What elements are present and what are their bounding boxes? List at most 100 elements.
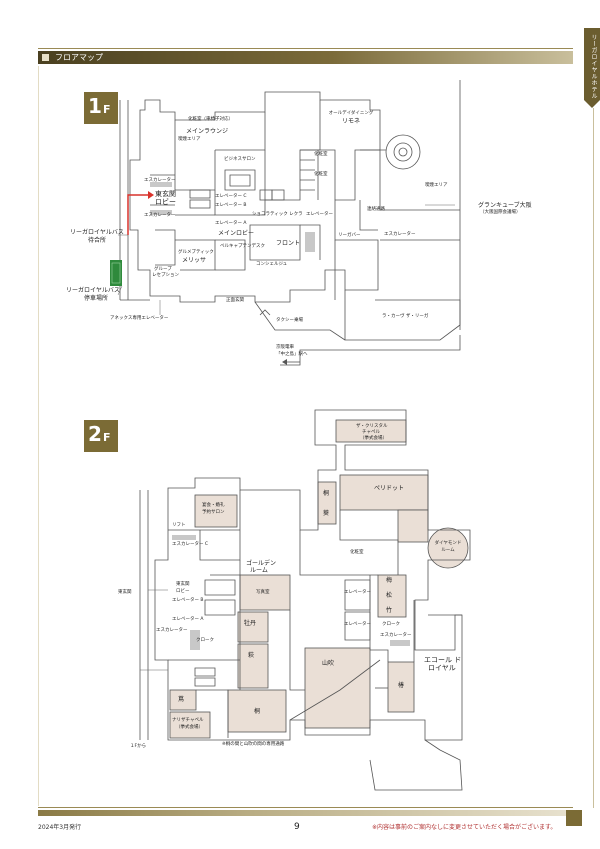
floor-1f-suffix: F	[103, 103, 111, 116]
2f-ume-label: 梅	[386, 577, 393, 584]
2f-cloak-label: クローク	[196, 638, 214, 643]
2f-botan-label: 牡丹	[244, 620, 257, 627]
side-tab[interactable]	[584, 28, 600, 100]
2f-east-lobby-label-1: 東玄関	[176, 582, 190, 587]
2f-hagi-label: 萩	[248, 652, 255, 659]
2f-chapel-label-2: チャペル	[362, 430, 380, 435]
2f-diamond-label-1: ダイヤモンド	[434, 541, 462, 546]
2f-banquet-label-2: 予約サロン	[202, 510, 225, 515]
1f-group-label-1: グループ	[154, 267, 172, 272]
1f-elevator-label: エレベーター	[306, 212, 333, 217]
2f-elevator-r-label: エレベーター	[344, 590, 371, 595]
2f-room-botan	[237, 611, 269, 643]
2f-diamond-label-2: ルーム	[441, 548, 455, 553]
2f-golden-label-2: ルーム	[250, 567, 268, 574]
2f-lift-label: リフト	[172, 523, 186, 528]
1f-concierge-label: コンシェルジュ	[256, 262, 288, 267]
2f-narisa-label-2: （挙式会場）	[176, 725, 203, 730]
1f-escalator-3	[305, 232, 315, 252]
2f-golden-label-1: ゴールデン	[246, 560, 277, 567]
1f-escalator-2	[150, 210, 172, 215]
2f-elevator-rb-label: エレベーター	[344, 622, 371, 627]
1f-taxi-label: タクシー乗場	[276, 318, 303, 323]
1f-restroom-label: 化粧室（車椅子対応）	[188, 117, 233, 122]
2f-toilet-label: 化粧室	[350, 550, 364, 555]
1f-keihan-label-1: 京阪電車	[276, 345, 294, 350]
1f-main-lounge-label: メインラウンジ	[186, 128, 229, 135]
1f-escalator-2-label: エスカレーター	[144, 213, 176, 218]
1f-cafe-label: ラ・カーヴ ザ・リーガ	[382, 314, 429, 319]
1f-bus-waiting-label-1: リーガロイヤルバス	[70, 229, 124, 236]
1f-lega-bar-label: リーガバー	[338, 233, 361, 238]
2f-diamond-room	[427, 527, 469, 569]
2f-escalator-2-label: エスカレーター	[380, 633, 412, 638]
1f-elevator-a-label: エレベーター A	[215, 221, 247, 226]
footer-bar	[38, 810, 573, 816]
2f-escalator-c-label: エスカレーター C	[172, 542, 209, 547]
2f-narisa-label-1: ナリザチャペル	[172, 718, 204, 723]
2f-chapel-label-1: ザ・クリスタル	[356, 424, 388, 429]
1f-bus-waiting-label-2: 待合所	[88, 237, 107, 244]
2f-banquet-label-1: 宴会・婚礼	[202, 503, 225, 508]
1f-business-salon-label: ビジネスサロン	[224, 157, 256, 162]
floor-2f-number: 2	[88, 422, 102, 446]
2f-room-photo	[239, 574, 291, 611]
2f-cloak-2-label: クローク	[382, 622, 400, 627]
1f-gourmet-label-2: メリッサ	[182, 257, 207, 264]
1f-east-entrance-label: 東玄関	[155, 190, 176, 198]
1f-elevator-b-label: エレベーター B	[215, 203, 247, 208]
2f-peridot-label: ペリドット	[374, 485, 405, 492]
2f-room-tsubaki	[387, 661, 415, 713]
2f-room-kiri-2	[227, 689, 287, 733]
footer-date: 2024年3月発行	[38, 824, 82, 831]
floor-2f-badge: 2 F	[84, 420, 118, 452]
2f-room-banquet-salon	[194, 494, 238, 528]
2f-chapel-label-3: （挙式会場）	[360, 436, 387, 441]
1f-east-lobby-label: ロビー	[155, 198, 176, 206]
2f-tsubaki-label: 椿	[398, 682, 405, 689]
1f-bus-stop-label-1: リーガロイヤルバス	[66, 287, 120, 294]
2f-take-label: 竹	[386, 607, 393, 614]
1f-group-label-2: レセプション	[152, 273, 179, 278]
header-square-icon	[42, 54, 49, 61]
1f-grancube-label-2: （大阪国際会議場）	[480, 210, 521, 215]
page-title: フロアマップ	[55, 53, 103, 62]
1f-connect-label: 連絡通路	[367, 207, 385, 212]
1f-bell-desk-label: ベルキャプテンデスク	[220, 244, 265, 249]
1f-main-entrance-label: 正面玄関	[226, 298, 244, 303]
1f-smoking-area-label: 喫煙エリア	[178, 137, 201, 142]
2f-elevator-b-label: エレベーター B	[172, 598, 204, 603]
floor-1f-number: 1	[88, 94, 102, 118]
1f-grancube-label-1: グランキューブ大阪	[478, 202, 532, 209]
2f-room-tsuta	[169, 689, 197, 711]
bus-icon	[110, 260, 122, 286]
2f-room-yamabuki	[304, 647, 371, 729]
2f-kiri-label: 桐	[323, 490, 330, 497]
footer-rule	[38, 807, 573, 808]
floor-2f-suffix: F	[103, 431, 111, 444]
footer-square-icon	[566, 810, 582, 826]
2f-matsu-label: 松	[386, 592, 393, 599]
1f-chocolate-label: ショコラティック レクラ	[252, 212, 303, 217]
2f-east-lobby-label-2: ロビー	[176, 589, 190, 594]
1f-bus-stop-label-2: 停車場所	[84, 295, 109, 302]
2f-room-hagi	[237, 643, 269, 689]
1f-escalator-3-label: エスカレーター	[384, 232, 416, 237]
1f-toilet-m-label: 化粧室	[314, 152, 328, 157]
side-tab-arrow-icon	[584, 100, 600, 108]
1f-alldining-label: オールデイダイニング	[328, 111, 374, 116]
1f-smoking-area-2-label: 喫煙エリア	[425, 183, 448, 188]
2f-room-narisa	[169, 711, 211, 739]
1f-escalator-1-label: エスカレーター	[144, 178, 176, 183]
2f-yamabuki-label: 山吹	[322, 660, 335, 667]
2f-photo-label: 写真室	[256, 590, 270, 595]
1f-route-arrow	[127, 194, 150, 235]
2f-room-ume-take-matsu	[377, 574, 407, 618]
1f-limone-label: リモネ	[341, 118, 360, 125]
1f-gourmet-label-1: グルメブティック	[178, 250, 214, 255]
page-number: 9	[294, 822, 300, 832]
2f-from-1f-label: １Fから	[130, 744, 147, 749]
2f-room-peridot	[339, 474, 429, 511]
